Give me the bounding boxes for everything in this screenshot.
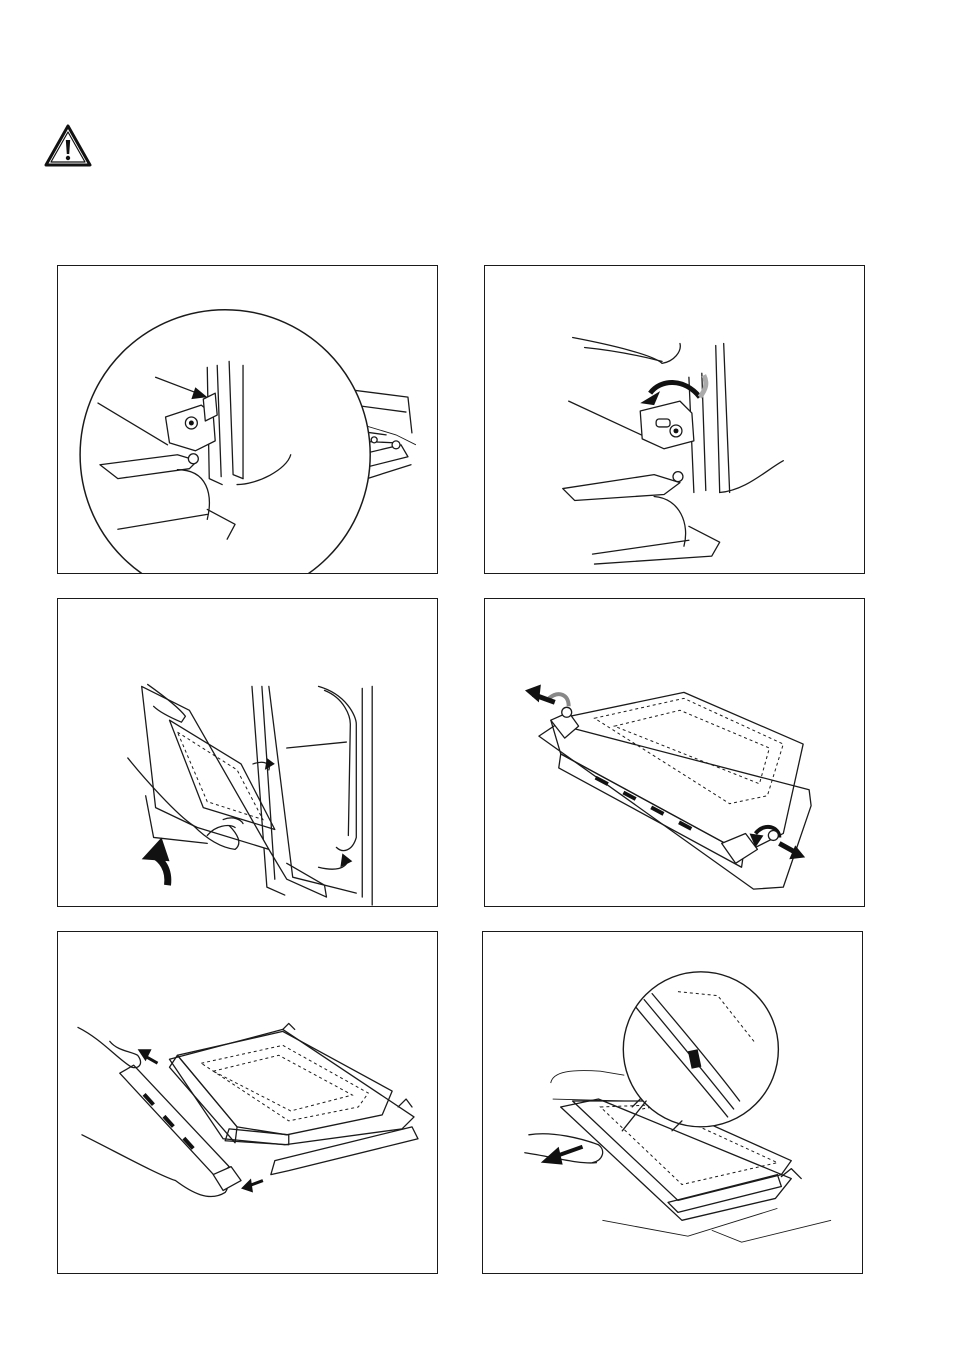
step-6-illustration xyxy=(482,931,863,1274)
step-1-illustration xyxy=(57,265,438,574)
step-4-illustration xyxy=(484,598,865,907)
step-5-illustration xyxy=(57,931,438,1274)
warning-triangle-icon xyxy=(44,124,92,168)
step-3-illustration xyxy=(57,598,438,907)
step-2-illustration xyxy=(484,265,865,574)
